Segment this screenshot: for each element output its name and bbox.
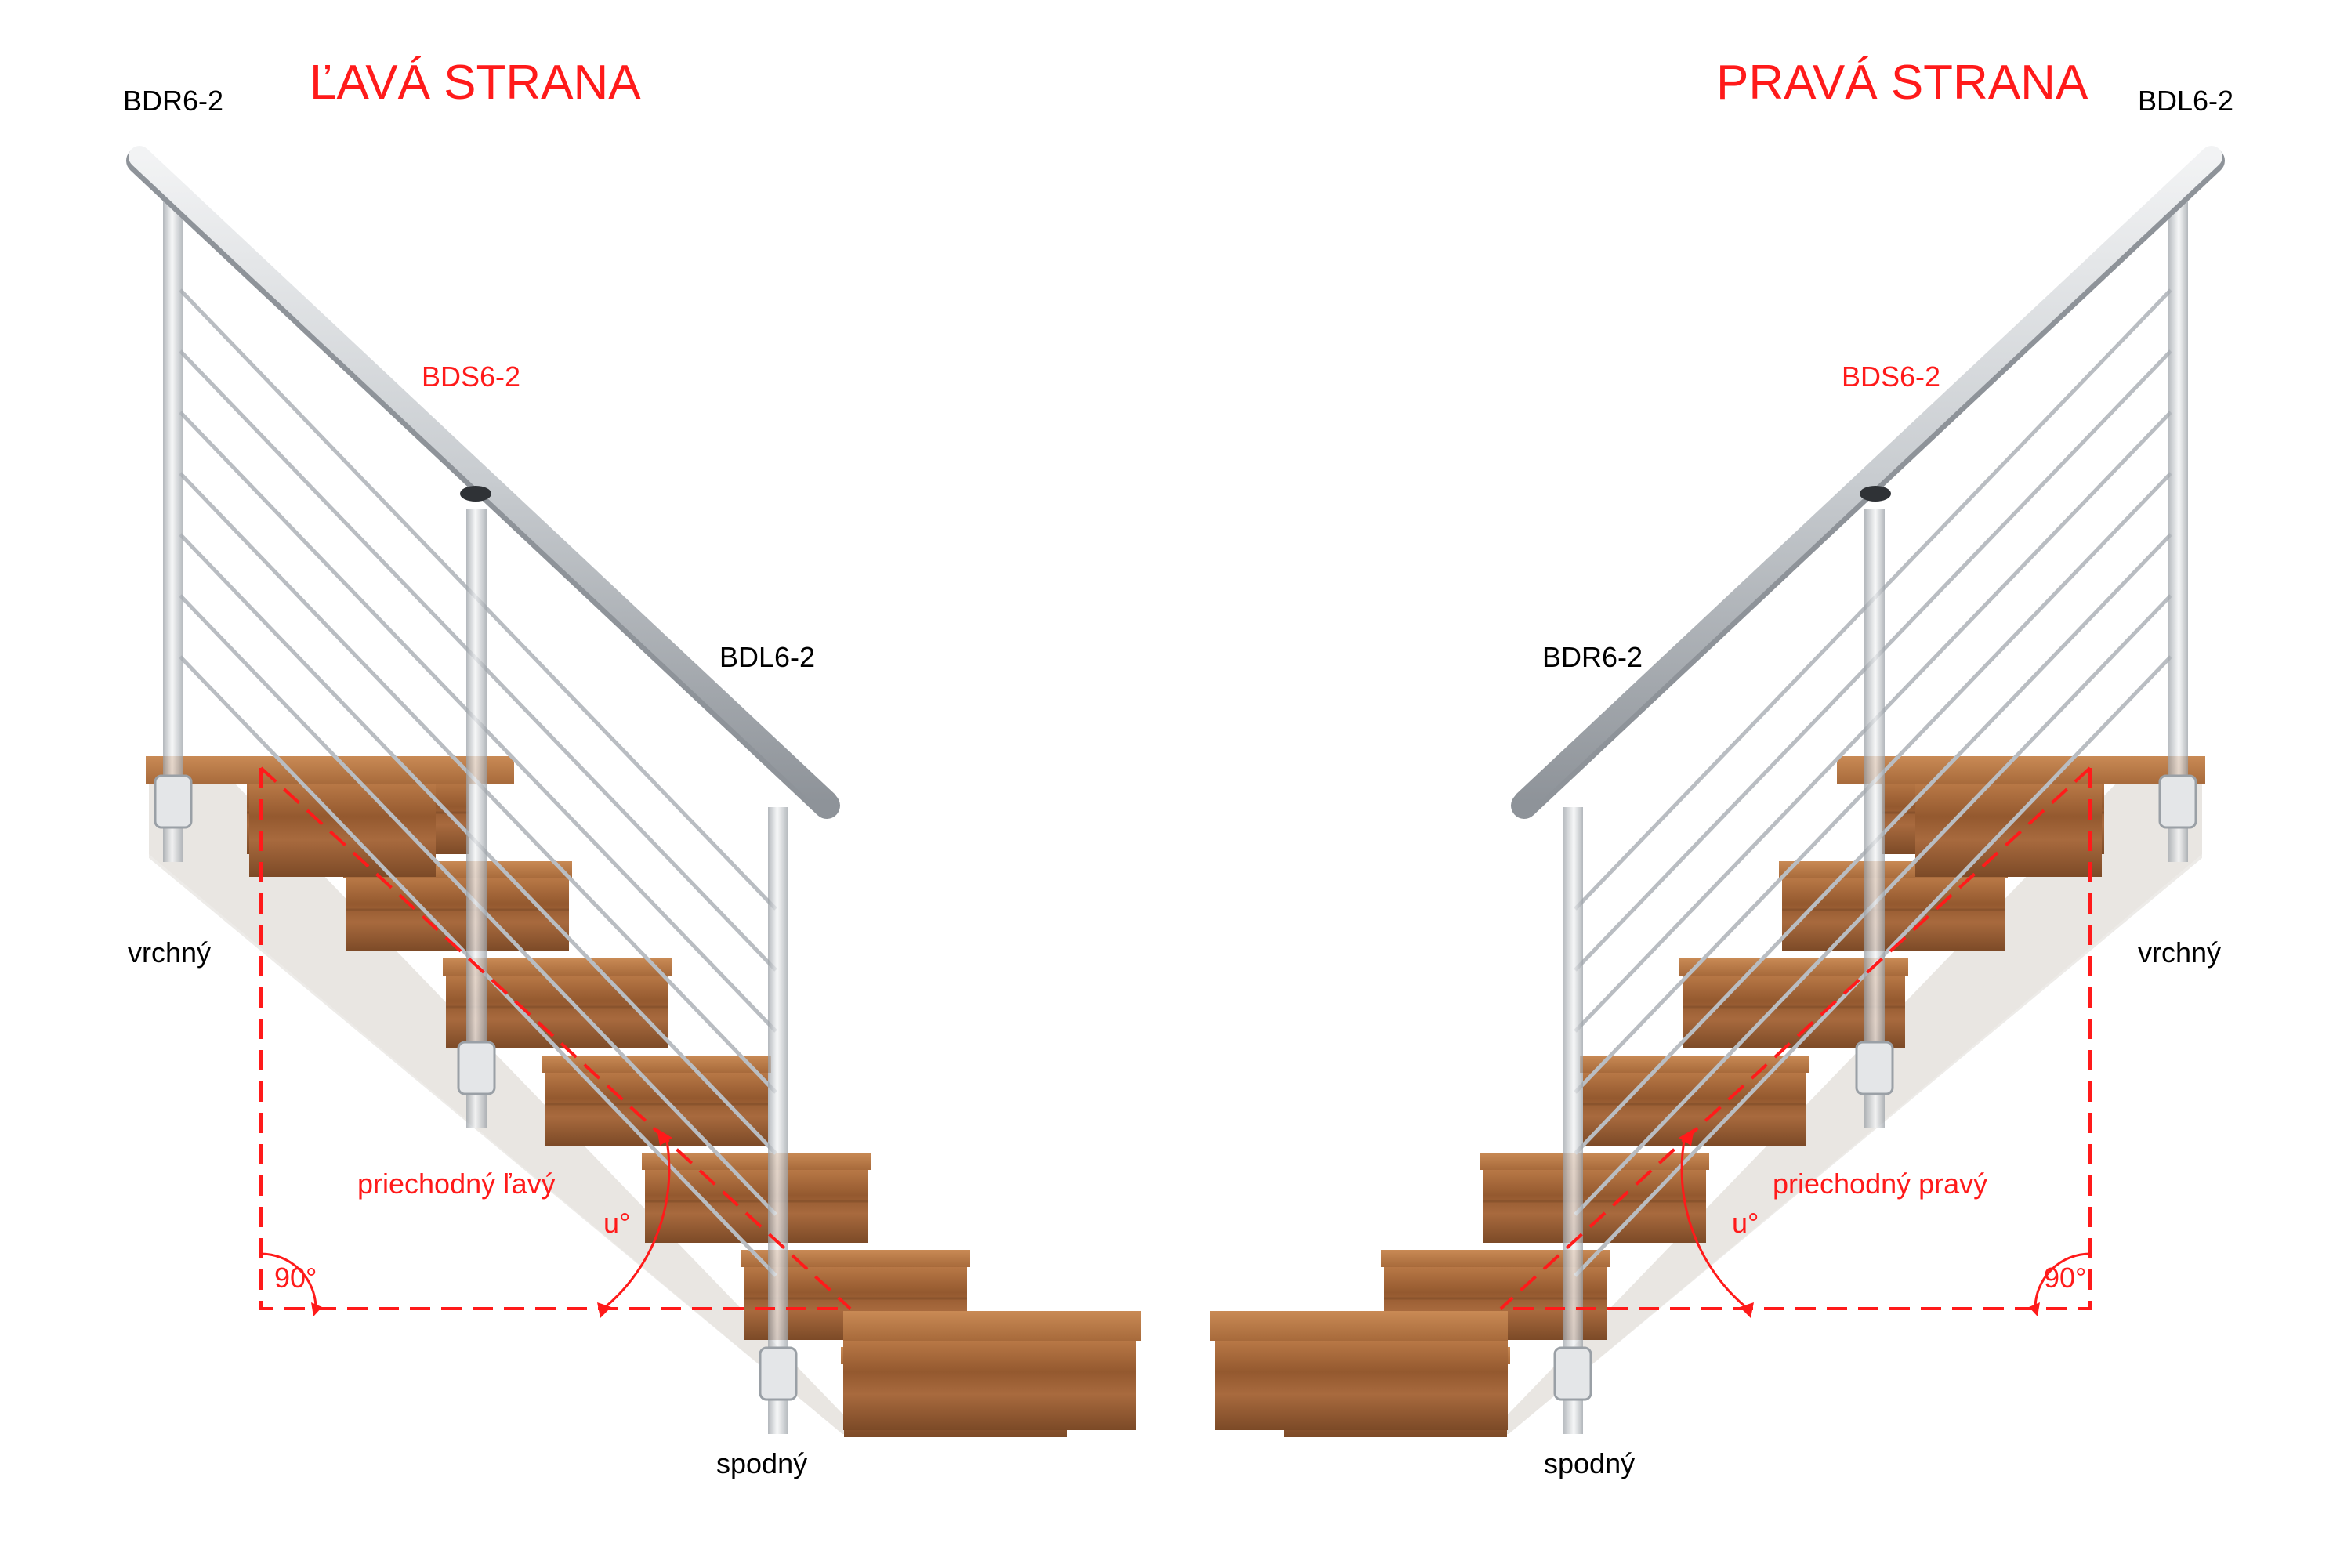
right-right-angle-label: 90° [2044, 1262, 2087, 1294]
left-middle-post-label: BDS6-2 [422, 360, 521, 393]
right-top-post-label: BDL6-2 [2138, 85, 2234, 117]
right-middle-post-label: BDS6-2 [1842, 360, 1941, 393]
middle-post-saddle [460, 486, 491, 502]
top-post-bracket [2158, 774, 2197, 829]
step-tread [1580, 1056, 1809, 1073]
bottom-post-bracket [759, 1346, 798, 1401]
right-lower-label: spodný [1544, 1447, 1636, 1479]
left-title: ĽAVÁ STRANA [310, 56, 641, 110]
bottom-post [768, 807, 788, 1434]
right-angle-arc [2034, 1252, 2091, 1309]
middle-post [466, 509, 487, 1128]
step-tread [542, 1056, 771, 1073]
angle-arrow-bottom [1740, 1302, 1754, 1318]
left-staircase [126, 146, 1141, 1437]
step-riser [645, 1170, 868, 1243]
angle-arrow-top [657, 1128, 672, 1146]
middle-post-bracket [1855, 1041, 1894, 1095]
middle-post-saddle [1860, 486, 1891, 502]
step-tread [1679, 958, 1908, 976]
right-angle-arrow [2029, 1302, 2040, 1316]
wall-band [149, 784, 862, 1434]
bottom-post [1563, 807, 1583, 1434]
middle-post-bracket [457, 1041, 496, 1095]
top-post [2168, 196, 2188, 862]
step-tread [642, 1153, 871, 1170]
wall-band [1489, 784, 2202, 1434]
top-landing-board [146, 756, 514, 784]
bottom-step-tread [1210, 1311, 1508, 1341]
bottom-post-bracket [1553, 1346, 1592, 1401]
reference-triangle-hypotenuse [1499, 766, 2092, 1310]
right-bottom-post-label: BDR6-2 [1542, 641, 1643, 673]
top-landing-board [1837, 756, 2205, 784]
left-lower-label: spodný [716, 1447, 808, 1479]
step-riser [346, 878, 569, 951]
reference-triangle-legs [259, 768, 850, 1310]
right-angle-arrow [311, 1302, 322, 1316]
handrail [129, 146, 838, 813]
left-angle-label: u° [603, 1207, 631, 1239]
right-upper-label: vrchný [2138, 936, 2222, 969]
reference-triangle-legs [1501, 768, 2092, 1310]
angle-arc [1680, 1135, 1748, 1310]
angle-arrow-top [1679, 1128, 1694, 1146]
handrail [1513, 146, 2222, 813]
bottom-step-riser [843, 1341, 1136, 1430]
step-tread [1480, 1153, 1709, 1170]
bottom-step-riser [1215, 1341, 1508, 1430]
bottom-step-tread [843, 1311, 1141, 1341]
right-staircase [1210, 146, 2225, 1437]
left-transition-label: priechodný ľavý [357, 1168, 556, 1200]
middle-post [1864, 509, 1885, 1128]
top-post-bracket [154, 774, 193, 829]
right-angle-arc [260, 1252, 317, 1309]
wall-band-shadow [149, 784, 850, 1434]
step-riser [1483, 1170, 1706, 1243]
left-upper-label: vrchný [128, 936, 212, 969]
right-angle-label: u° [1732, 1207, 1759, 1239]
left-bottom-post-label: BDL6-2 [719, 641, 816, 673]
step-tread [443, 958, 672, 976]
left-top-post-label: BDR6-2 [123, 85, 224, 117]
left-right-angle-label: 90° [274, 1262, 317, 1294]
right-transition-label: priechodný pravý [1773, 1168, 1988, 1200]
step-riser [1782, 878, 2005, 951]
reference-triangle-hypotenuse [259, 766, 852, 1310]
wall-band-shadow [1501, 784, 2202, 1434]
top-post [163, 196, 183, 862]
angle-arrow-bottom [597, 1302, 611, 1318]
angle-arc [603, 1135, 671, 1310]
right-title: PRAVÁ STRANA [1716, 56, 2088, 110]
